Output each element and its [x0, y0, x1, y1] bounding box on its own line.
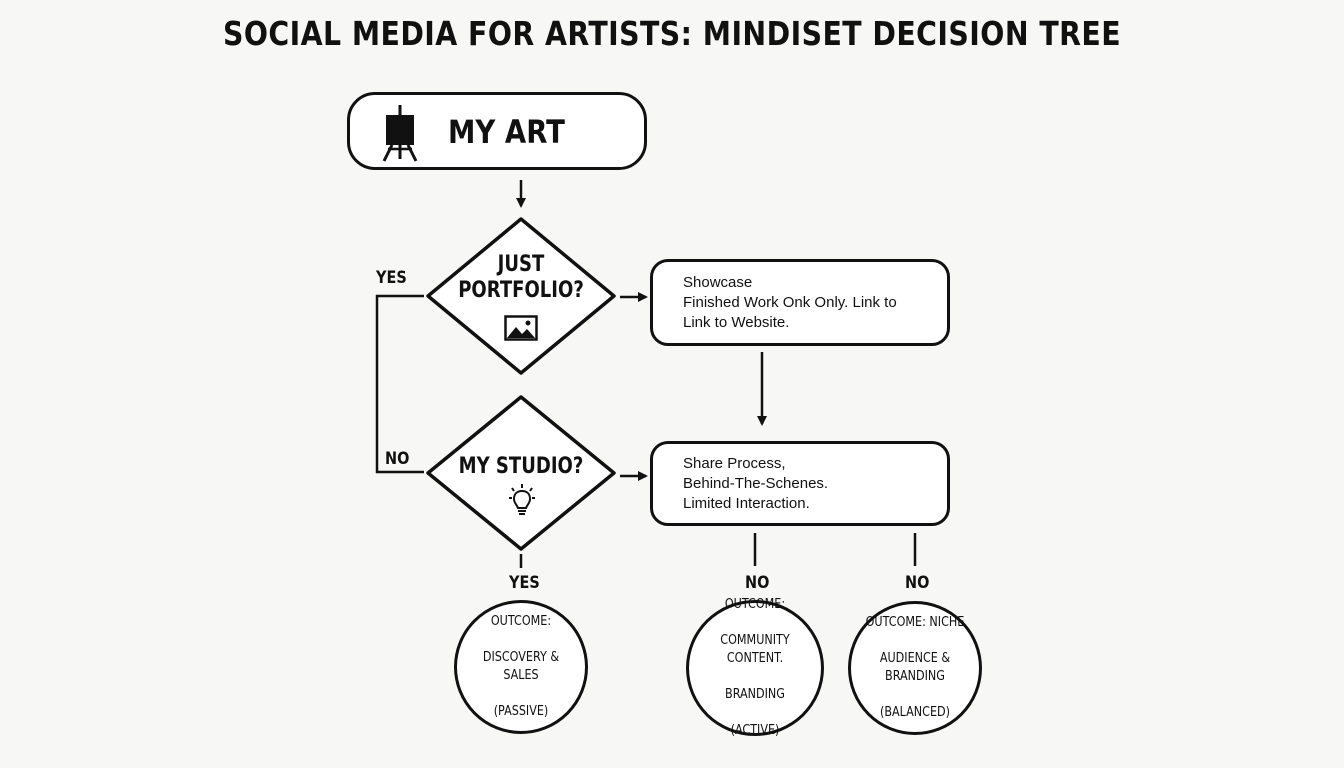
- edge-label-yes-bottom: YES: [509, 573, 540, 593]
- outcome-community-line3: BRANDING: [725, 687, 785, 702]
- outcome-circle-community: OUTCOME: COMMUNITY CONTENT. BRANDING (AC…: [686, 597, 824, 738]
- showcase-line2: Finished Work Onk Only. Link to: [683, 293, 897, 311]
- image-icon: [504, 315, 538, 341]
- showcase-line3: Link to Website.: [683, 313, 790, 331]
- decision-studio-label: MY STUDIO?: [458, 454, 584, 479]
- process-line2: Behind-The-Schenes.: [683, 474, 829, 492]
- outcome-discovery-line3: (PASSIVE): [493, 704, 549, 719]
- decision-diamond-studio: [426, 395, 616, 551]
- start-node: MY ART: [347, 92, 647, 170]
- outcome-discovery-text: OUTCOME: DISCOVERY & SALES (PASSIVE): [466, 595, 576, 739]
- process-box: Share Process, Behind-The-Schenes. Limit…: [650, 441, 950, 526]
- process-box-text: Share Process, Behind-The-Schenes. Limit…: [683, 454, 828, 514]
- edge-label-no-middle: NO: [745, 573, 770, 593]
- edge-label-no-right: NO: [905, 573, 930, 593]
- decision-portfolio-line2: PORTFOLIO?: [458, 278, 584, 303]
- left-branch-connector: [375, 294, 424, 474]
- decision-portfolio-line1: JUST: [497, 252, 545, 277]
- decision-portfolio-label: JUST PORTFOLIO?: [455, 252, 586, 304]
- showcase-line1: Showcase: [683, 273, 753, 291]
- outcome-discovery-line1: OUTCOME:: [490, 614, 552, 629]
- outcome-discovery-line2: DISCOVERY & SALES: [482, 650, 560, 683]
- outcome-community-text: OUTCOME: COMMUNITY CONTENT. BRANDING (AC…: [698, 578, 812, 758]
- edge-label-no-left: NO: [385, 449, 410, 469]
- outcome-circle-discovery: OUTCOME: DISCOVERY & SALES (PASSIVE): [454, 600, 588, 734]
- outcome-niche-line2: AUDIENCE & BRANDING: [879, 651, 951, 684]
- outcome-community-line4: (ACTIVE): [730, 723, 780, 738]
- outcome-community-line1: OUTCOME:: [724, 597, 786, 612]
- start-node-label: MY ART: [448, 113, 565, 151]
- lightbulb-icon: [509, 484, 535, 515]
- decision-diamond-portfolio: [426, 217, 616, 375]
- outcome-community-line2: COMMUNITY CONTENT.: [720, 633, 790, 666]
- process-line3: Limited Interaction.: [683, 494, 810, 512]
- outcome-circle-niche: OUTCOME: NICHE AUDIENCE & BRANDING (BALA…: [848, 601, 982, 735]
- process-line1: Share Process,: [683, 454, 786, 472]
- page-title: SOCIAL MEDIA FOR ARTISTS: MINDISET DECIS…: [222, 14, 1122, 53]
- outcome-niche-line1: OUTCOME: NICHE: [865, 615, 965, 630]
- showcase-box: Showcase Finished Work Onk Only. Link to…: [650, 259, 950, 346]
- easel-icon: [382, 105, 418, 162]
- outcome-niche-text: OUTCOME: NICHE AUDIENCE & BRANDING (BALA…: [860, 596, 970, 740]
- edge-label-yes-left: YES: [376, 268, 407, 288]
- showcase-box-text: Showcase Finished Work Onk Only. Link to…: [683, 273, 897, 333]
- outcome-niche-line3: (BALANCED): [879, 705, 951, 720]
